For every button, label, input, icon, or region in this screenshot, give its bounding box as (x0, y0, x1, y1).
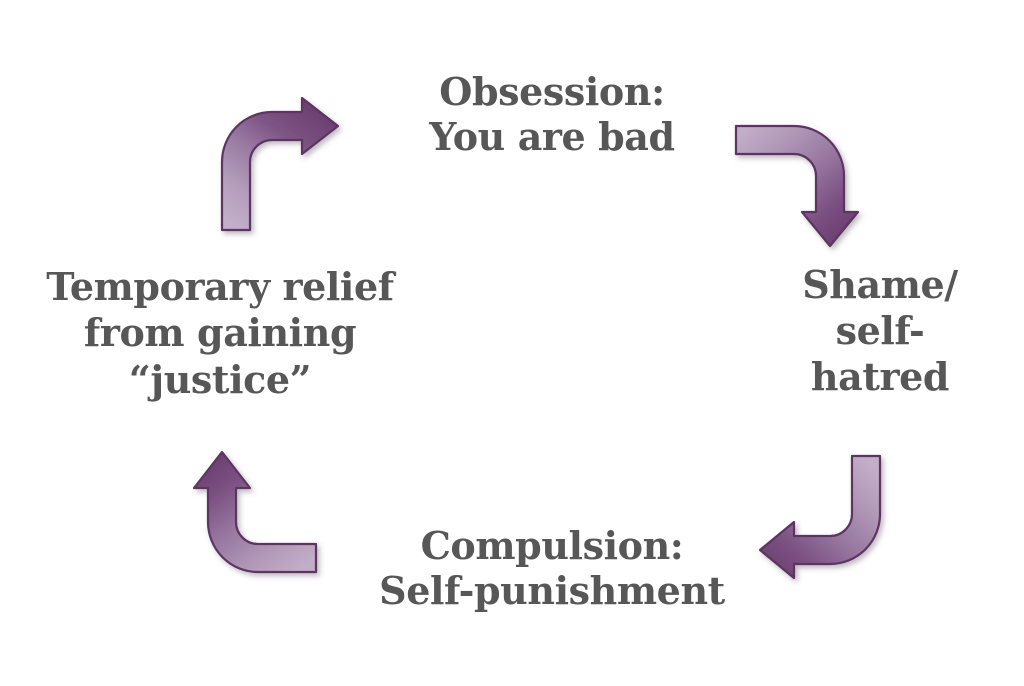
arrow-bent-up-right-icon (214, 96, 344, 234)
arrow-bent-left-up-icon (186, 448, 320, 578)
node-label-obsession: Obsession: You are bad (429, 69, 675, 159)
arrow-bent-right-down-icon (732, 120, 866, 250)
arrow-bent-down-left-icon (758, 452, 888, 584)
node-label-shame: Shame/ self- hatred (802, 262, 958, 399)
node-label-temporary-relief: Temporary relief from gaining “justice” (46, 264, 394, 402)
node-label-compulsion: Compulsion: Self-punishment (379, 523, 725, 613)
